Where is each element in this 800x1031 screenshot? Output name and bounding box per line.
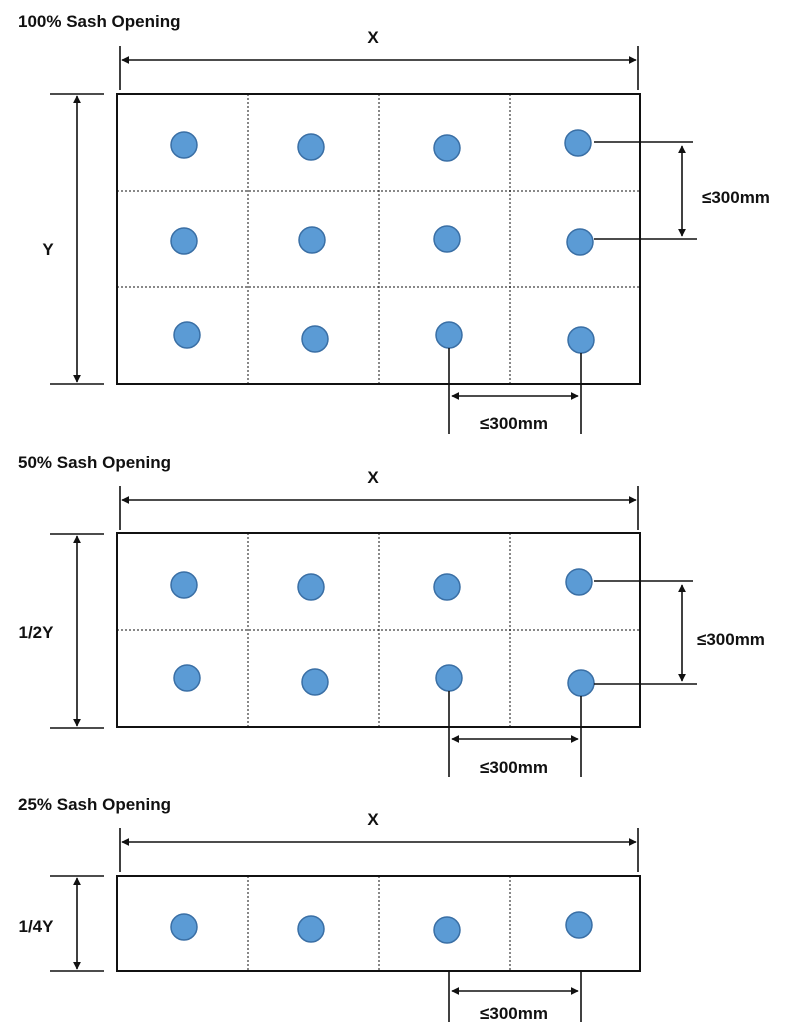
measurement-point [433,134,461,162]
panel-title: 100% Sash Opening [18,12,181,31]
vertical-spacing-label: ≤300mm [702,188,770,207]
measurement-point [567,326,595,354]
width-label: X [367,468,379,487]
measurement-point [435,664,463,692]
measurement-point [435,321,463,349]
horizontal-spacing-label: ≤300mm [480,414,548,433]
measurement-point [564,129,592,157]
measurement-point [170,913,198,941]
measurement-point [170,227,198,255]
sash-frame [116,875,641,972]
width-label: X [367,810,379,829]
measurement-point [301,325,329,353]
measurement-point [565,568,593,596]
measurement-point [433,916,461,944]
measurement-point [565,911,593,939]
measurement-point [301,668,329,696]
measurement-point [433,573,461,601]
panel-50-percent: 50% Sash Opening X 1/2Y ≤300mm [18,453,765,777]
measurement-point [170,131,198,159]
width-label: X [367,28,379,47]
height-label: Y [42,240,54,259]
measurement-point [297,915,325,943]
measurement-point [566,228,594,256]
measurement-point [567,669,595,697]
measurement-point [173,321,201,349]
measurement-point [297,133,325,161]
measurement-point [297,573,325,601]
measurement-point [433,225,461,253]
panel-title: 50% Sash Opening [18,453,171,472]
horizontal-spacing-label: ≤300mm [480,758,548,777]
vertical-spacing-label: ≤300mm [697,630,765,649]
panel-title: 25% Sash Opening [18,795,171,814]
height-label: 1/4Y [19,917,55,936]
measurement-point [170,571,198,599]
panel-25-percent: 25% Sash Opening X 1/4Y ≤300mm [18,795,641,1023]
measurement-point [298,226,326,254]
horizontal-spacing-label: ≤300mm [480,1004,548,1023]
measurement-point [173,664,201,692]
panel-100-percent: 100% Sash Opening X Y ≤ [18,12,770,434]
height-label: 1/2Y [19,623,55,642]
